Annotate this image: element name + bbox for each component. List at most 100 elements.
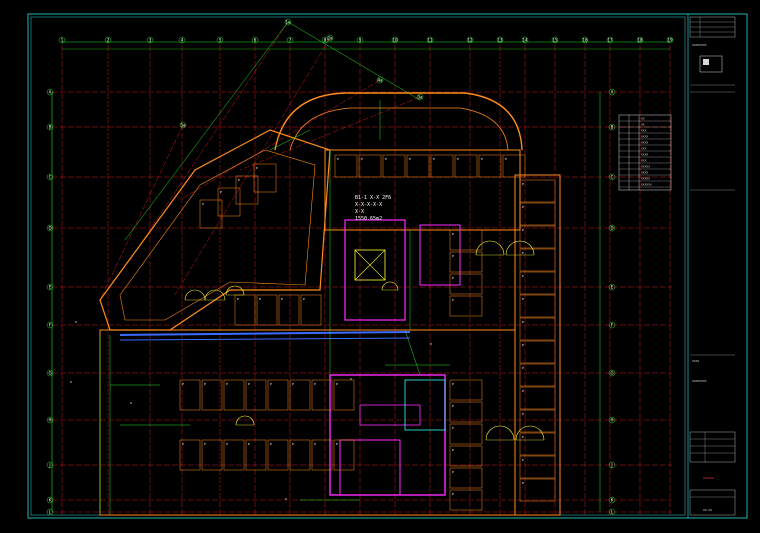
parking-stall [519, 271, 556, 295]
grid-label-row: J [610, 463, 612, 468]
door-swing-arc [381, 281, 399, 291]
stall-tag: P [522, 412, 524, 416]
grid-label-row: J [48, 463, 50, 468]
stall-tag: P [452, 298, 454, 302]
parking-stall [519, 202, 556, 226]
highlight-text: XXXXXX [703, 476, 714, 480]
parking-stall [454, 154, 478, 178]
parking-stall [235, 175, 259, 205]
parking-stall [278, 294, 300, 326]
grid-bubble [466, 36, 474, 44]
grid-label-column: 9 [359, 38, 362, 43]
stall-tag: P [522, 251, 524, 255]
grid-bubble [286, 36, 294, 44]
grid-label-row: H [48, 418, 51, 423]
grid-bubble [608, 496, 616, 504]
parking-stall [234, 294, 256, 326]
stall-tag: P [202, 202, 204, 206]
parking-stall [358, 154, 382, 178]
grid-label-row: A [611, 90, 614, 95]
grid-label-row: C [49, 175, 52, 180]
parking-stall [449, 379, 483, 401]
parking-stall [519, 432, 556, 456]
grid-label-row: K [49, 498, 52, 503]
grid-bubble [426, 36, 434, 44]
grid-label-row: C [611, 175, 614, 180]
stall-tag: P [204, 442, 206, 446]
stall-tag: P [281, 297, 283, 301]
grid-label-column: 12 [467, 38, 473, 43]
legend-row-label: XX [641, 117, 645, 121]
parking-stall [519, 294, 556, 318]
curved-canopy-inner [289, 107, 509, 151]
grid-label-column: 8 [324, 38, 327, 43]
grid-label-column: 3 [149, 38, 152, 43]
annotation-tag: X [130, 401, 132, 405]
grid-bubble [46, 88, 54, 96]
stall-tag: P [481, 157, 483, 161]
door-swing-arc [184, 289, 206, 301]
parking-stall [449, 251, 483, 273]
stall-tag: P [433, 157, 435, 161]
grid-bubble [608, 88, 616, 96]
grid-bubble [284, 18, 292, 26]
stall-tag: P [522, 343, 524, 347]
parking-stall [519, 317, 556, 341]
door-swing-arc [475, 240, 505, 256]
stall-tag: P [182, 382, 184, 386]
stall-tag: P [522, 458, 524, 462]
door-swing-arc [204, 289, 226, 301]
project-label: XXXX [692, 359, 699, 363]
parking-stall [267, 379, 289, 411]
title-block: XXXXXXXX XXXX XXXXXXXX XXXXXX XX-XX [687, 14, 736, 518]
stall-tag: P [457, 157, 459, 161]
grid-label-column: 19 [667, 38, 673, 43]
grid-bubble [46, 283, 54, 291]
grid-bubble [178, 36, 186, 44]
parking-stall [519, 248, 556, 272]
parking-stall [253, 163, 277, 193]
stall-tag: P [522, 297, 524, 301]
stall-tag: P [522, 320, 524, 324]
stall-tag: P [452, 404, 454, 408]
parking-stall [519, 386, 556, 410]
grid-bubble [46, 224, 54, 232]
stall-tag: P [238, 178, 240, 182]
grid-bubble [179, 121, 187, 129]
grid-axis-diagonal [174, 37, 331, 296]
grid-bubble [636, 36, 644, 44]
parking-stall [199, 199, 223, 229]
grid-label-column: 17 [607, 38, 613, 43]
stall-tag: P [226, 442, 228, 446]
legend-row-label: XXXXXX [641, 183, 652, 187]
legend-row-label: XXXXX [641, 165, 650, 169]
grid-label-column: 18 [637, 38, 643, 43]
stall-tag: P [522, 228, 524, 232]
parking-stall [406, 154, 430, 178]
grid-bubble [356, 36, 364, 44]
stall-tag: P [522, 205, 524, 209]
stall-tag: P [452, 232, 454, 236]
stall-tag: P [220, 190, 222, 194]
grid-axis-diagonal [179, 79, 381, 201]
parking-stall [245, 379, 267, 411]
parking-stall [311, 439, 333, 471]
grid-label-diagonal: 4a [378, 78, 384, 83]
grid-bubble [104, 36, 112, 44]
grid-label-row: B [49, 125, 52, 130]
drawing-number: XX-XX [703, 508, 712, 512]
stall-tag: P [336, 382, 338, 386]
grid-label-diagonal: 5a [181, 123, 187, 128]
grid-bubble [521, 36, 529, 44]
parking-stall [179, 439, 201, 471]
stall-tag: P [336, 442, 338, 446]
stall-tag: P [259, 297, 261, 301]
grid-bubble [46, 173, 54, 181]
stall-tag: P [226, 382, 228, 386]
stall-tag: P [204, 382, 206, 386]
grid-label-row: F [611, 323, 614, 328]
parking-stall [449, 467, 483, 489]
grid-label-row: L [611, 510, 614, 515]
parking-stall [334, 154, 358, 178]
parking-stall [179, 379, 201, 411]
